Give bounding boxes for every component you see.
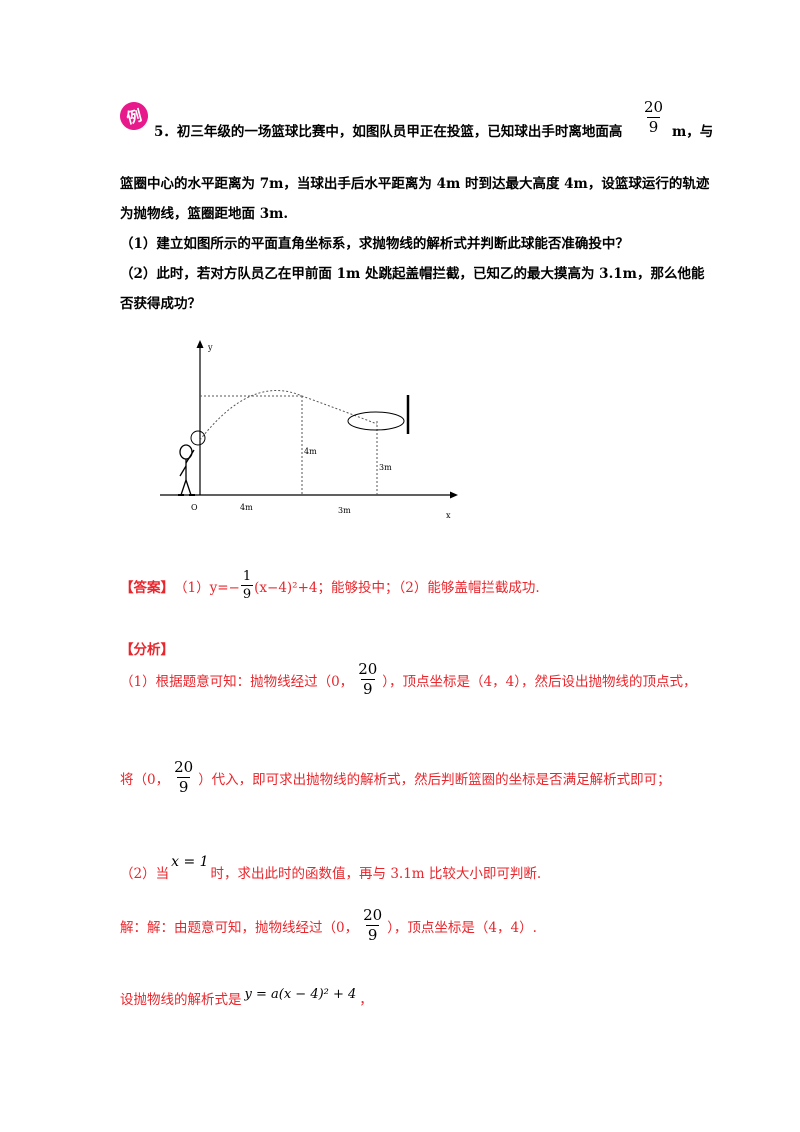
problem-line-1-tail-text: m，与 [672, 124, 714, 140]
analysis-p2-numerator: 20 [174, 758, 194, 776]
answer-fraction: 1 9 [240, 569, 254, 602]
analysis-p2-denominator: 9 [176, 777, 191, 796]
analysis-p2-pre: 将（0， [120, 771, 170, 788]
solution-s2-pre: 设抛物线的解析式是 [120, 992, 242, 1008]
solution-s1-numerator: 20 [363, 906, 383, 924]
solution-line-2: 设抛物线的解析式是 y = a(x − 4)² + 4 ， [120, 987, 373, 1008]
y-axis-label: y [207, 343, 213, 352]
problem-line-1-tail: m，与 [672, 120, 713, 140]
hoop [347, 411, 405, 431]
ball-trajectory [199, 390, 378, 441]
solution-s1-fraction: 20 9 [361, 908, 384, 943]
analysis-paragraph-2: 将（0， 20 9 ）代入，即可求出抛物线的解析式，然后判断篮圈的坐标是否满足解… [120, 760, 671, 795]
player-figure [178, 444, 195, 496]
question-2-line-1: （2）此时，若对方队员乙在甲前面 1m 处跳起盖帽拦截，已知乙的最大摸高为 3.… [120, 262, 704, 282]
solution-line-1: 解：解：由题意可知，抛物线经过（0， 20 9 ），顶点坐标是（4，4）. [120, 908, 537, 943]
analysis-p2-post: ）代入，即可求出抛物线的解析式，然后判断篮圈的坐标是否满足解析式即可； [198, 771, 671, 788]
question-1-text: （1）建立如图所示的平面直角坐标系，求抛物线的解析式并判断此球能否准确投中？ [120, 236, 629, 252]
problem-line-3-text: 为抛物线，篮圈距地面 3m. [120, 206, 289, 222]
answer-post: (x−4)²+4；能够投中；（2）能够盖帽拦截成功. [254, 579, 540, 596]
analysis-p1-denominator: 9 [360, 679, 375, 698]
analysis-p3-pre: （2）当 [120, 866, 170, 882]
label-3m-vertical: 3m [379, 463, 392, 472]
problem-line-2-text: 篮圈中心的水平距离为 7m，当球出手后水平距离为 4m 时到达最大高度 4m，设… [120, 176, 710, 192]
solution-s1-post: ），顶点坐标是（4，4）. [387, 919, 537, 936]
analysis-tag: 【分析】 [120, 638, 174, 658]
analysis-paragraph-3: （2）当 x = 1 时，求出此时的函数值，再与 3.1m 比较大小即可判断. [120, 854, 542, 882]
x-axis-label: x [446, 511, 451, 520]
solution-s1-denominator: 9 [365, 925, 380, 944]
basketball [190, 430, 206, 446]
basketball-figure: y x O 4m 3m 4m 3m [160, 340, 458, 520]
problem-line-2: 篮圈中心的水平距离为 7m，当球出手后水平距离为 4m 时到达最大高度 4m，设… [120, 172, 709, 192]
fraction-numerator: 20 [644, 98, 664, 116]
answer-pre: （1）y=− [174, 579, 240, 596]
analysis-p1-fraction: 20 9 [356, 662, 379, 697]
problem-line-1-text: 5．初三年级的一场篮球比赛中，如图队员甲正在投篮，已知球出手时离地面高 [154, 124, 623, 140]
solution-s1-pre: 解：解：由题意可知，抛物线经过（0， [120, 919, 359, 936]
example-badge: 例 [116, 98, 152, 134]
question-2-line-2: 否获得成功？ [120, 292, 201, 312]
question-1: （1）建立如图所示的平面直角坐标系，求抛物线的解析式并判断此球能否准确投中？ [120, 232, 629, 252]
answer-line: 【答案】 （1）y=− 1 9 (x−4)²+4；能够投中；（2）能够盖帽拦截成… [120, 570, 540, 601]
example-badge-label: 例 [124, 105, 144, 128]
analysis-p1-pre: （1）根据题意可知：抛物线经过（0， [120, 673, 354, 690]
analysis-paragraph-1: （1）根据题意可知：抛物线经过（0， 20 9 ），顶点坐标是（4，4），然后设… [120, 662, 696, 697]
question-2-line-2-text: 否获得成功？ [120, 296, 201, 312]
label-4m-vertical: 4m [304, 447, 317, 456]
x-axis-arrow [450, 491, 458, 499]
fraction-denominator: 9 [646, 117, 661, 136]
analysis-tag-text: 【分析】 [120, 642, 174, 658]
problem-line-3: 为抛物线，篮圈距地面 3m. [120, 202, 288, 222]
analysis-p3-post: 时，求出此时的函数值，再与 3.1m 比较大小即可判断. [210, 866, 542, 882]
analysis-p1-numerator: 20 [358, 660, 378, 678]
problem-line-1: 5．初三年级的一场篮球比赛中，如图队员甲正在投篮，已知球出手时离地面高 [154, 120, 622, 140]
problem-height-fraction: 20 9 [642, 100, 665, 135]
y-axis-arrow [196, 340, 204, 348]
solution-s2-math: y = a(x − 4)² + 4 [244, 987, 357, 1002]
question-2-line-1-text: （2）此时，若对方队员乙在甲前面 1m 处跳起盖帽拦截，已知乙的最大摸高为 3.… [120, 266, 705, 282]
origin-label: O [191, 503, 198, 512]
answer-fraction-numerator: 1 [242, 569, 252, 584]
analysis-p1-post: ），顶点坐标是（4，4），然后设出抛物线的顶点式， [382, 673, 697, 690]
analysis-p3-math: x = 1 [171, 854, 209, 870]
analysis-p2-fraction: 20 9 [172, 760, 195, 795]
label-4m-horizontal: 4m [240, 503, 253, 512]
answer-fraction-denominator: 9 [240, 585, 254, 602]
answer-tag: 【答案】 [120, 579, 174, 596]
solution-s2-post: ， [359, 992, 373, 1008]
label-3m-horizontal: 3m [338, 506, 351, 515]
